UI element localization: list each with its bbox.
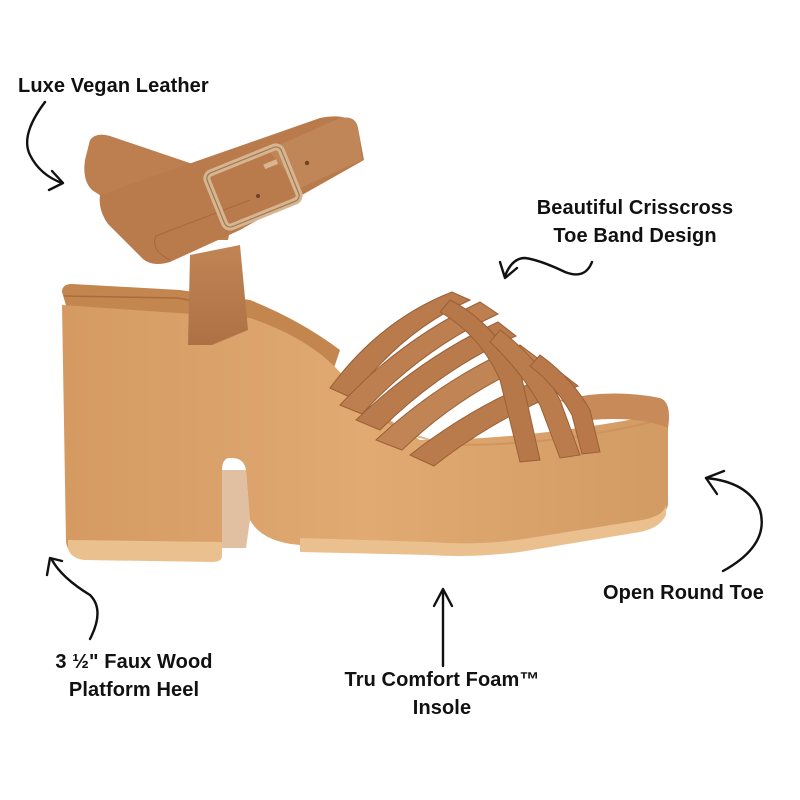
heel-sole-edge [68, 540, 222, 562]
heel-counter [62, 284, 340, 380]
insole [560, 393, 669, 428]
toe-bands [329, 291, 601, 467]
callout-text: Beautiful Crisscross [536, 197, 734, 219]
platform-sole-edge [300, 505, 666, 556]
callout-vegan-leather: Luxe Vegan Leather [18, 72, 209, 100]
callout-text: Insole [412, 697, 472, 719]
callout-text: Tru Comfort Foam™ [344, 669, 540, 691]
ankle-strap-post [188, 245, 248, 345]
callout-comfort-insole: Tru Comfort Foam™ Insole [330, 666, 554, 722]
callout-platform-heel: 3 ½" Faux Wood Platform Heel [44, 648, 224, 704]
callout-open-round-toe: Open Round Toe [603, 579, 764, 607]
callout-text: 3 ½" Faux Wood [55, 651, 213, 673]
callout-crisscross-toe-band: Beautiful Crisscross Toe Band Design [525, 194, 745, 250]
callout-text: Luxe Vegan Leather [18, 75, 209, 97]
callout-text: Open Round Toe [603, 582, 765, 604]
callout-text: Toe Band Design [553, 225, 717, 247]
callout-text: Platform Heel [68, 679, 200, 701]
buckle-icon [203, 143, 303, 231]
platform-heel [62, 305, 668, 558]
